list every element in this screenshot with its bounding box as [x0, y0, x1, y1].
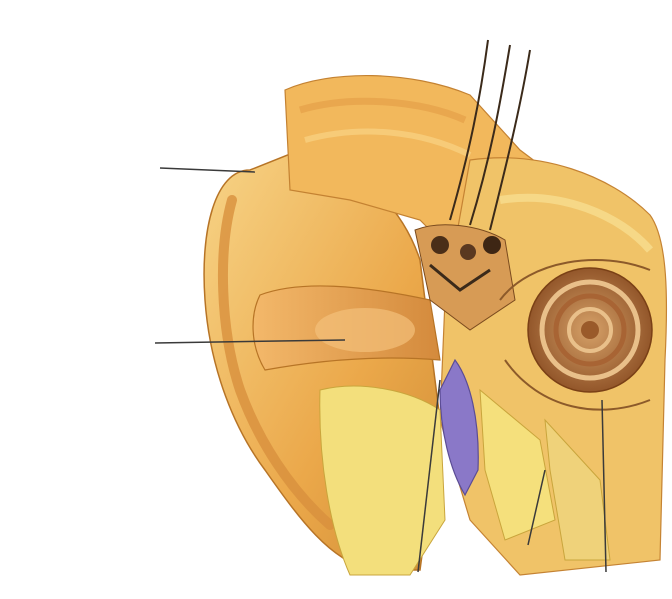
cochlea	[528, 268, 652, 392]
